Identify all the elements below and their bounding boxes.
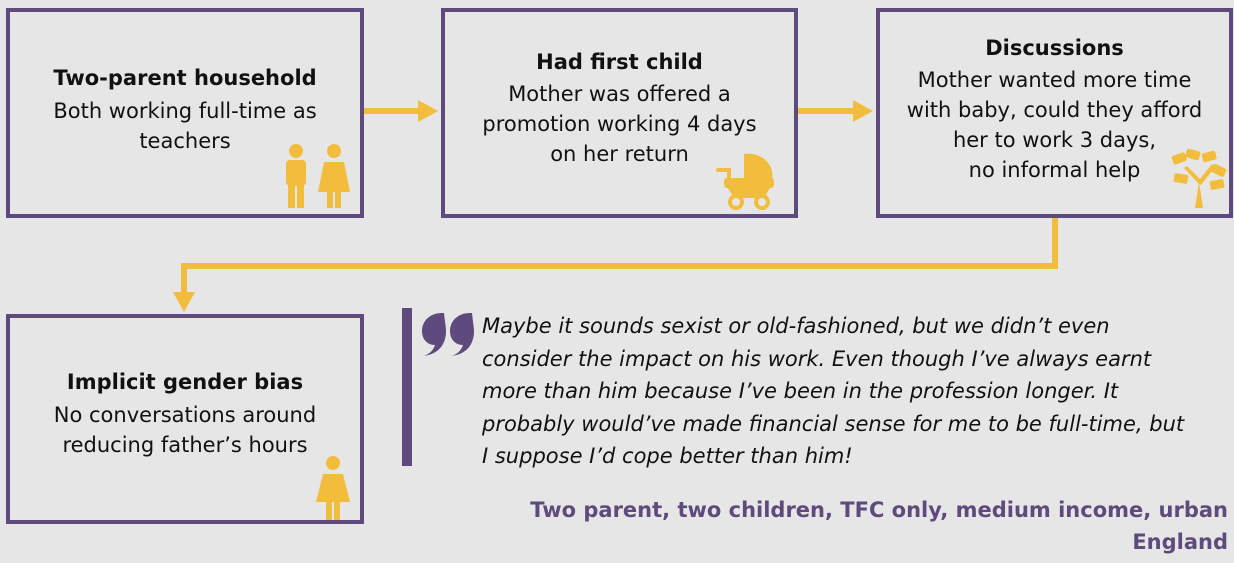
quote-text: Maybe it sounds sexist or old-fashioned,… [482, 310, 1232, 473]
quote-line: Maybe it sounds sexist or old-fashioned,… [482, 314, 1110, 338]
step-text-line: teachers [139, 129, 231, 153]
money-tree-icon [1171, 148, 1227, 208]
step-had-first-child: Had first child Mother was offered a pro… [441, 8, 798, 218]
two-parents-icon [286, 144, 350, 208]
step-text-line: her to work 3 days, [952, 128, 1157, 152]
step-title: Discussions [985, 36, 1124, 60]
step-text-line: Mother wanted more time [917, 68, 1192, 92]
pram-icon [716, 153, 774, 210]
step-title: Implicit gender bias [66, 370, 304, 394]
arrow-box1-to-box2 [364, 100, 438, 122]
step-text-line: with baby, could they afford [906, 98, 1203, 122]
step-text-line: on her return [550, 142, 689, 166]
quote-bar [402, 308, 412, 466]
attribution-line: England [1132, 530, 1228, 554]
step-text-line: reducing father’s hours [62, 433, 308, 457]
attribution-line: Two parent, two children, TFC only, medi… [530, 498, 1228, 522]
step-text-line: No conversations around [53, 403, 317, 427]
quote-line: I suppose I’d cope better than him! [482, 444, 853, 468]
quote-line: more than him because I’ve been in the p… [482, 379, 1119, 403]
step-title: Had first child [536, 50, 703, 74]
step-text-line: promotion working 4 days [482, 112, 757, 136]
step-implicit-gender-bias: Implicit gender bias No conversations ar… [6, 314, 364, 524]
quote-attribution: Two parent, two children, TFC only, medi… [468, 494, 1228, 558]
step-title: Two-parent household [53, 66, 317, 90]
mother-icon [316, 456, 350, 520]
quote-line: probably would’ve made financial sense f… [482, 411, 1185, 436]
step-discussions: Discussions Mother wanted more time with… [876, 8, 1233, 218]
step-text-line: Both working full-time as [53, 99, 317, 123]
arrow-box2-to-box3 [798, 100, 873, 122]
step-text-line: no informal help [968, 158, 1141, 182]
quote-line: consider the impact on his work. Even th… [482, 346, 1152, 371]
arrow-box3-to-box4 [173, 218, 1058, 312]
quote-mark-icon [422, 313, 474, 356]
step-text-line: Mother was offered a [508, 82, 731, 106]
